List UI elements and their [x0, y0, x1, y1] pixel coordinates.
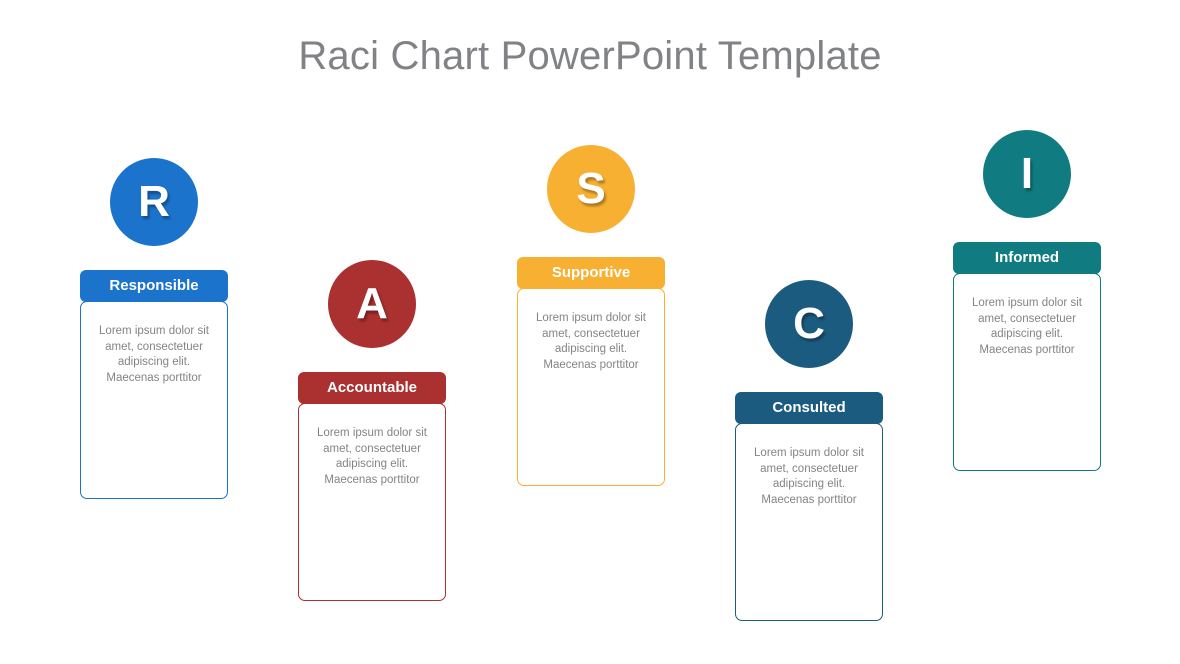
letter-circle-i[interactable]: I	[983, 130, 1071, 218]
role-pill-accountable[interactable]: Accountable	[298, 372, 446, 404]
page-title: Raci Chart PowerPoint Template	[298, 34, 882, 78]
raci-column-responsible: R Responsible Lorem ipsum dolor sit amet…	[76, 158, 232, 499]
description-text-informed: Lorem ipsum dolor sit amet, consectetuer…	[972, 297, 1082, 356]
raci-column-accountable: A Accountable Lorem ipsum dolor sit amet…	[294, 260, 450, 601]
description-text-consulted: Lorem ipsum dolor sit amet, consectetuer…	[754, 447, 864, 506]
description-box-informed: Lorem ipsum dolor sit amet, consectetuer…	[953, 273, 1101, 471]
description-text-supportive: Lorem ipsum dolor sit amet, consectetuer…	[536, 312, 646, 371]
raci-column-supportive: S Supportive Lorem ipsum dolor sit amet,…	[513, 145, 669, 486]
spacer	[513, 233, 669, 257]
role-pill-supportive[interactable]: Supportive	[517, 257, 665, 289]
description-box-consulted: Lorem ipsum dolor sit amet, consectetuer…	[735, 423, 883, 621]
raci-column-consulted: C Consulted Lorem ipsum dolor sit amet, …	[731, 280, 887, 621]
letter-circle-c[interactable]: C	[765, 280, 853, 368]
description-text-accountable: Lorem ipsum dolor sit amet, consectetuer…	[317, 427, 427, 486]
spacer	[949, 218, 1105, 242]
role-pill-informed[interactable]: Informed	[953, 242, 1101, 274]
letter-glyph-s: S	[576, 164, 606, 213]
spacer	[294, 348, 450, 372]
raci-column-informed: I Informed Lorem ipsum dolor sit amet, c…	[949, 130, 1105, 471]
letter-glyph-c: C	[793, 299, 825, 348]
letter-glyph-i: I	[1020, 149, 1034, 198]
description-text-responsible: Lorem ipsum dolor sit amet, consectetuer…	[99, 325, 209, 384]
letter-glyph-r: R	[138, 177, 170, 226]
spacer	[731, 368, 887, 392]
role-pill-responsible[interactable]: Responsible	[80, 270, 228, 302]
letter-circle-a[interactable]: A	[328, 260, 416, 348]
description-box-responsible: Lorem ipsum dolor sit amet, consectetuer…	[80, 301, 228, 499]
description-box-supportive: Lorem ipsum dolor sit amet, consectetuer…	[517, 288, 665, 486]
role-pill-consulted[interactable]: Consulted	[735, 392, 883, 424]
letter-circle-r[interactable]: R	[110, 158, 198, 246]
letter-glyph-a: A	[356, 279, 388, 328]
description-box-accountable: Lorem ipsum dolor sit amet, consectetuer…	[298, 403, 446, 601]
letter-circle-s[interactable]: S	[547, 145, 635, 233]
spacer	[76, 246, 232, 270]
